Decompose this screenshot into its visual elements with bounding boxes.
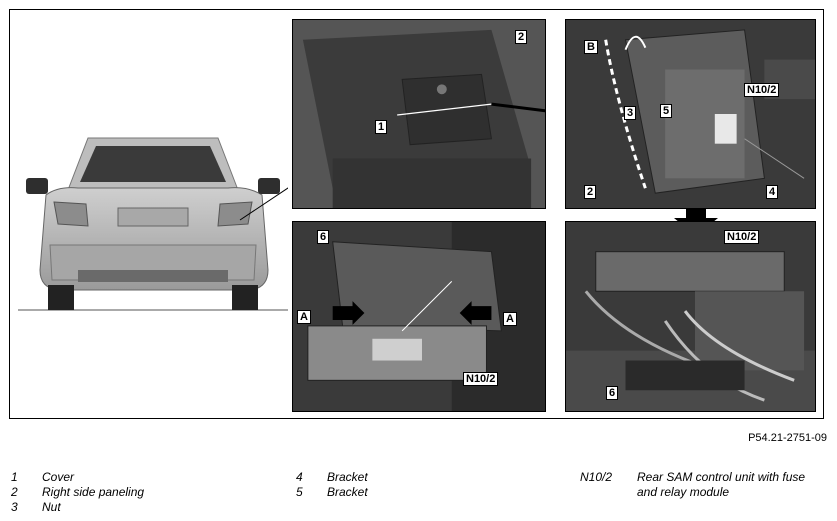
callout-N10-2-top: N10/2 (744, 83, 780, 97)
car-rear-illustration (18, 120, 301, 320)
legend-col-3: N10/2 Rear SAM control unit with fuse an… (580, 470, 830, 502)
legend-item: 2 Right side paneling (11, 485, 271, 500)
legend-num: 3 (11, 500, 18, 514)
callout-2: 2 (515, 30, 528, 44)
callout-3: 3 (624, 106, 637, 120)
legend-text: Nut (42, 500, 61, 514)
callout-4: 4 (766, 185, 779, 199)
legend-text-line1: Rear SAM control unit with fuse (637, 470, 806, 484)
legend-item: 4 Bracket (296, 470, 516, 485)
legend-item: 1 Cover (11, 470, 271, 485)
legend-num: 5 (296, 485, 303, 499)
callout-A-right: A (503, 312, 517, 326)
legend-text: Right side paneling (42, 485, 145, 499)
legend-text: Cover (42, 470, 75, 484)
callout-6: 6 (317, 230, 330, 244)
legend-text: Bracket (327, 485, 368, 499)
photo-sam-removal: 6 A A N10/2 (292, 221, 546, 412)
legend-item: 5 Bracket (296, 485, 516, 500)
callout-6-bottom: 6 (606, 386, 619, 400)
legend-num: 4 (296, 470, 303, 484)
legend-item: 3 Nut (11, 500, 271, 515)
photo-sam-closeup: B 3 5 N10/2 2 4 (565, 19, 816, 209)
legend-num: 2 (11, 485, 18, 499)
legend-col-2: 4 Bracket 5 Bracket (296, 470, 516, 502)
figure-frame: 1 2 B 3 5 N10/2 2 4 (9, 9, 824, 419)
legend-item: N10/2 Rear SAM control unit with fuse an… (580, 470, 830, 500)
callout-1: 1 (375, 120, 388, 134)
legend-text: Bracket (327, 470, 368, 484)
callout-2-sam: 2 (584, 185, 597, 199)
callout-N10-2-right: N10/2 (724, 230, 760, 244)
callout-B: B (584, 40, 598, 54)
legend-col-1: 1 Cover 2 Right side paneling 3 Nut (11, 470, 271, 518)
callout-N10-2-left: N10/2 (463, 372, 499, 386)
callout-A-left: A (297, 310, 311, 324)
photo-sam-cabling: N10/2 6 (565, 221, 816, 412)
figure-reference: P54.21-2751-09 (748, 432, 827, 444)
photo-trunk-cover: 1 2 (292, 19, 546, 209)
legend-text-line2: and relay module (637, 485, 730, 499)
down-arrow (674, 208, 718, 236)
legend-num: N10/2 (580, 470, 613, 484)
callout-5: 5 (660, 104, 673, 118)
legend-num: 1 (11, 470, 18, 484)
